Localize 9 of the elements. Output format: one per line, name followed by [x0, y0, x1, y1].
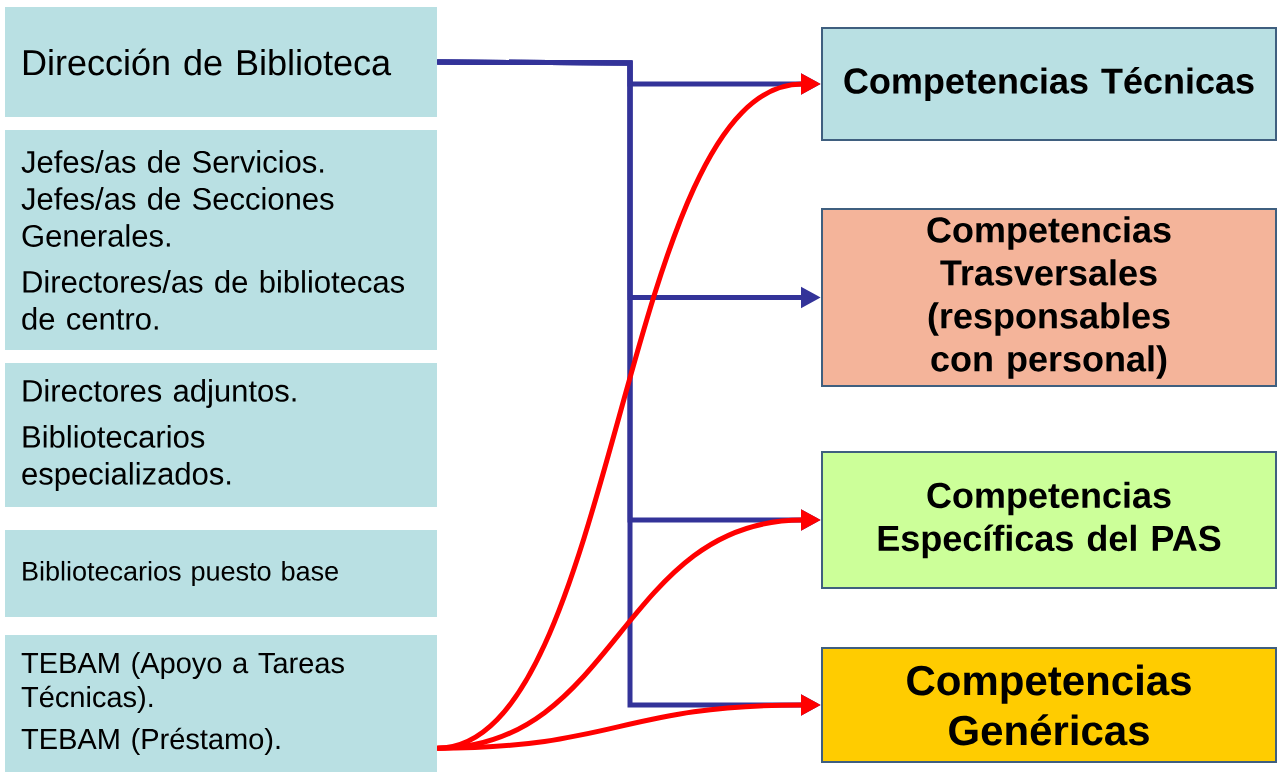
- role-box: Bibliotecarios puesto base: [5, 530, 437, 617]
- competence-box: Competencias Específicas del PAS: [821, 451, 1277, 589]
- competence-box: Competencias Trasversales (responsables con personal): [821, 208, 1277, 387]
- role-box: Jefes/as de Servicios. Jefes/as de Secciones Generales. Directores/as de bibliotecas de centro.: [5, 130, 437, 350]
- competence-box: Competencias Genéricas: [821, 647, 1277, 763]
- role-box: TEBAM (Apoyo a Tareas Técnicas). TEBAM (Préstamo).: [5, 635, 437, 772]
- role-box: Directores adjuntos. Bibliotecarios especializados.: [5, 363, 437, 507]
- role-box: Dirección de Biblioteca: [5, 7, 437, 117]
- competence-box: Competencias Técnicas: [821, 27, 1277, 141]
